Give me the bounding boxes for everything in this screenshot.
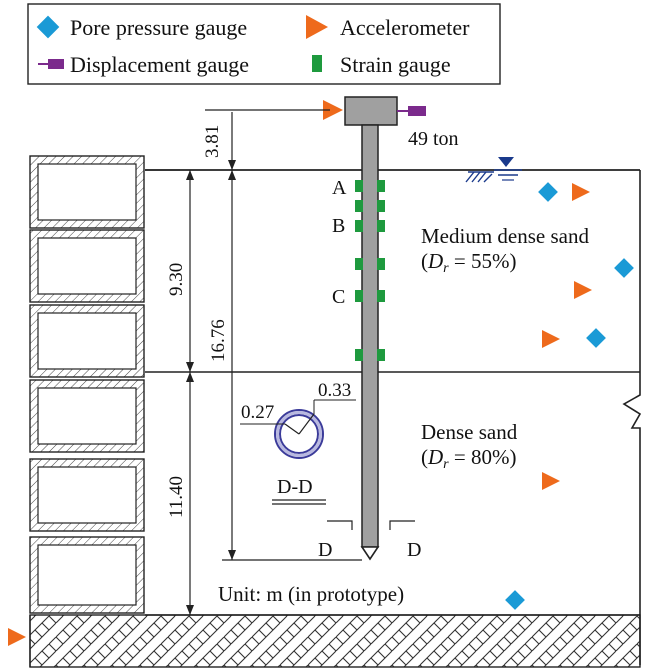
section-marker-right: D xyxy=(407,539,421,561)
accelerometer-icon xyxy=(572,183,590,201)
section-cut-markers xyxy=(327,520,415,530)
accelerometers xyxy=(8,183,592,646)
strain-label-a: A xyxy=(332,177,347,199)
strain-gauge-icon xyxy=(312,55,322,72)
container xyxy=(29,169,642,668)
accelerometer-triangle-icon xyxy=(306,15,328,39)
rigid-base-hatch xyxy=(29,614,641,668)
section-marker-left: D xyxy=(318,539,332,561)
pore-pressure-gauge-icon xyxy=(505,590,525,610)
strain-gauge xyxy=(355,220,363,232)
laminar-ring xyxy=(29,155,145,229)
displacement-gauge-icon xyxy=(38,59,64,69)
water-table-icon xyxy=(465,157,522,183)
strain-gauge xyxy=(377,200,385,212)
lower-layer-name: Dense sand xyxy=(421,420,518,444)
accelerometer-icon xyxy=(542,330,560,348)
strain-label-b: B xyxy=(332,215,345,237)
dim-upper-layer: 9.30 xyxy=(166,263,187,296)
cap-displacement-gauge-icon xyxy=(397,106,426,116)
right-wall-break xyxy=(622,170,642,665)
laminar-ring xyxy=(29,536,145,614)
pore-pressure-gauge-icon xyxy=(538,182,558,202)
laminar-ring xyxy=(29,379,145,453)
laminar-ring xyxy=(29,229,145,303)
dim-outer-radius: 0.33 xyxy=(318,380,351,401)
section-title: D-D xyxy=(277,476,313,498)
legend-pore-pressure: Pore pressure gauge xyxy=(70,15,247,40)
strain-gauge xyxy=(355,290,363,302)
pile-tip xyxy=(360,546,380,561)
strain-gauge xyxy=(377,290,385,302)
strain-gauge xyxy=(377,220,385,232)
dim-top: 3.81 xyxy=(202,125,223,158)
strain-gauge xyxy=(355,349,363,361)
dimensions xyxy=(145,109,362,615)
upper-layer-name: Medium dense sand xyxy=(421,224,589,248)
strain-gauge xyxy=(377,349,385,361)
pile-shaft xyxy=(361,124,379,548)
lower-layer-dr: (Dr = 80%) xyxy=(421,445,516,472)
legend-box xyxy=(27,3,501,85)
unit-note: Unit: m (in prototype) xyxy=(218,582,404,606)
legend-accelerometer: Accelerometer xyxy=(340,15,470,40)
strain-gauge xyxy=(377,180,385,192)
dim-inner-radius: 0.27 xyxy=(241,402,274,423)
strain-gauge xyxy=(355,200,363,212)
pipe-section xyxy=(240,399,356,459)
base-accelerometer-icon xyxy=(8,628,26,646)
accelerometer-icon xyxy=(542,472,560,490)
pore-pressure-diamond-icon xyxy=(36,15,60,39)
dim-lower-layer: 11.40 xyxy=(166,476,187,518)
legend-displacement: Displacement gauge xyxy=(70,52,249,77)
dim-embedded: 16.76 xyxy=(208,319,229,362)
legend-strain: Strain gauge xyxy=(340,52,451,77)
strain-gauges xyxy=(355,180,385,361)
pore-pressure-gauge-icon xyxy=(614,258,634,278)
laminar-ring xyxy=(29,304,145,378)
cap-accelerometer-icon xyxy=(323,100,343,120)
load-label: 49 ton xyxy=(408,128,459,150)
accelerometer-icon xyxy=(574,281,592,299)
laminar-ring xyxy=(29,458,145,532)
pore-pressure-gauge-icon xyxy=(586,328,606,348)
laminar-box xyxy=(29,155,145,614)
strain-label-c: C xyxy=(332,286,345,308)
strain-gauge xyxy=(355,180,363,192)
strain-gauge xyxy=(355,258,363,270)
legend: Pore pressure gauge Accelerometer Displa… xyxy=(27,3,501,85)
strain-gauge xyxy=(377,258,385,270)
pile xyxy=(344,96,398,561)
upper-layer-dr: (Dr = 55%) xyxy=(421,249,516,276)
pile-cap xyxy=(344,96,398,126)
